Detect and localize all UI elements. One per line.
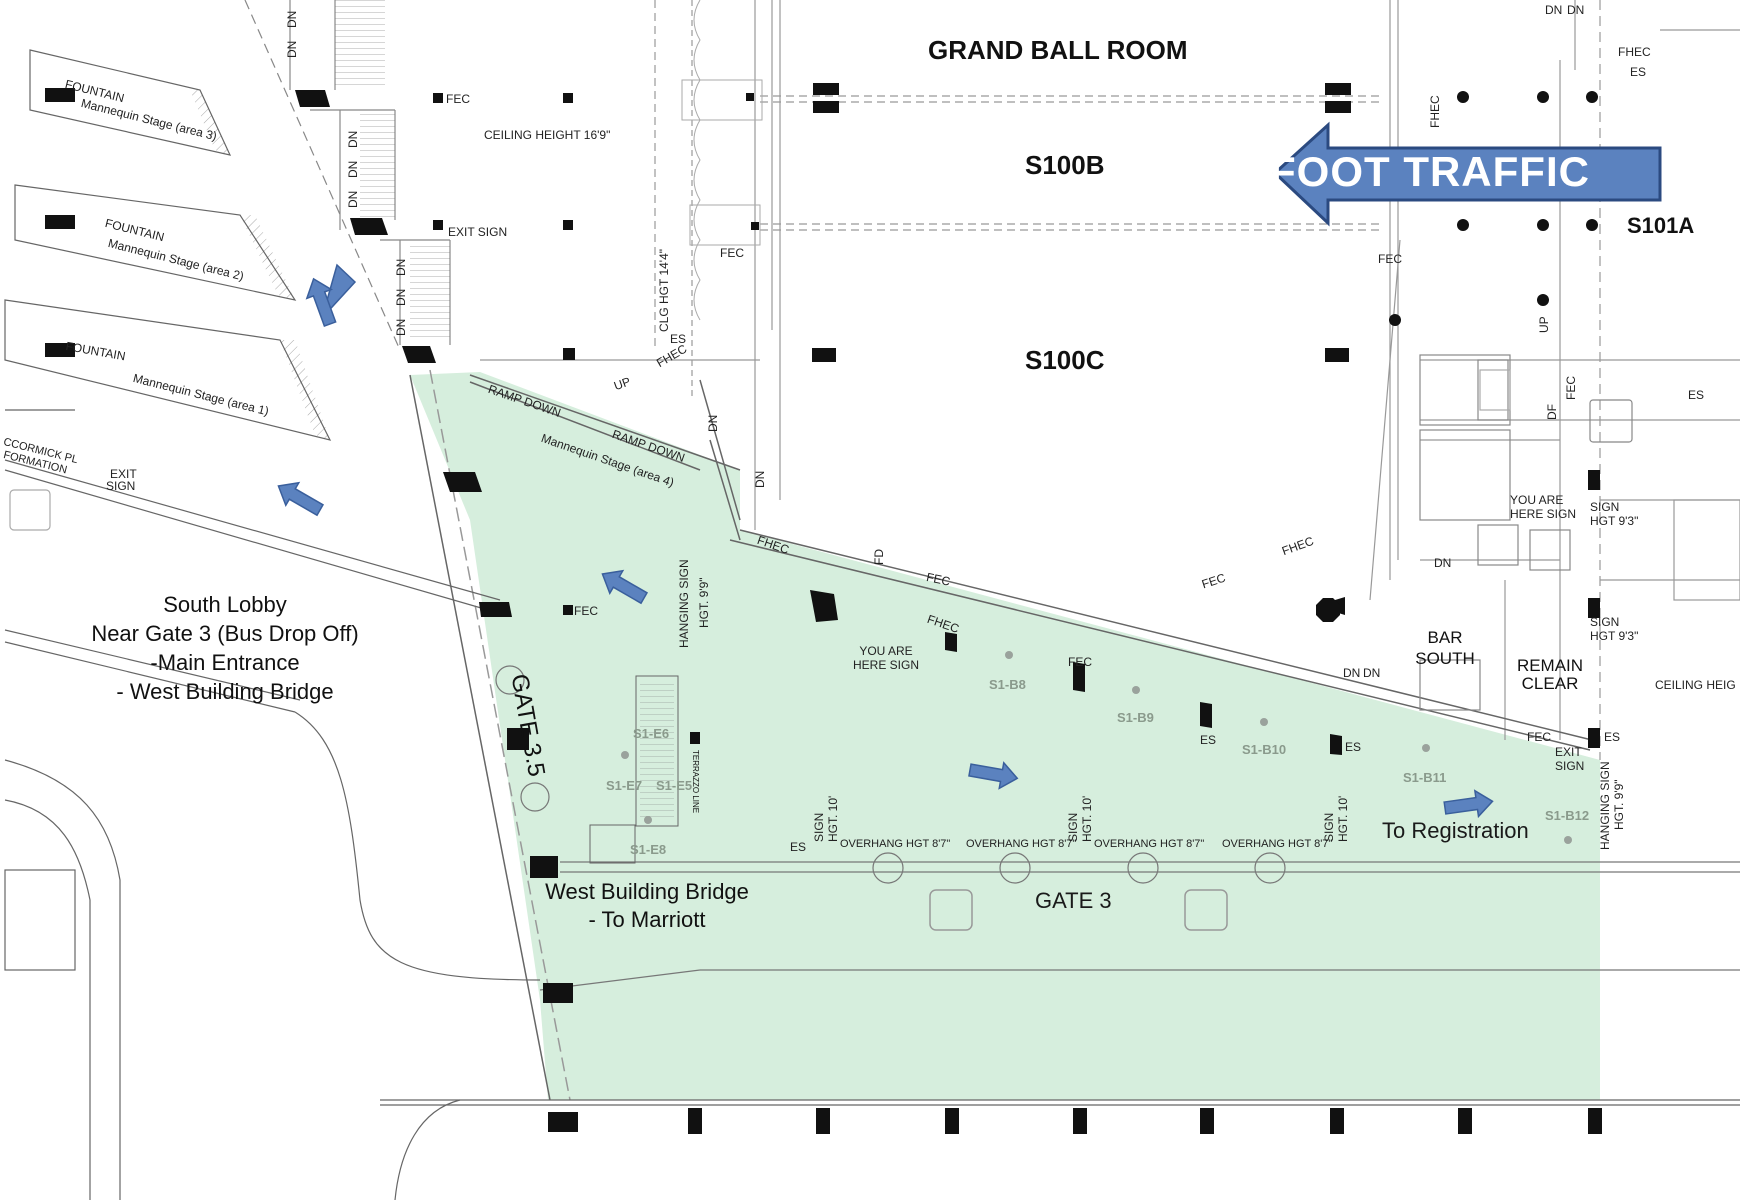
dn-note: DN bbox=[1567, 3, 1585, 17]
direction-arrow bbox=[1443, 789, 1494, 819]
es-note: ES bbox=[1630, 65, 1647, 79]
direction-arrow bbox=[305, 277, 337, 328]
dn-note: DN bbox=[346, 160, 360, 178]
sign-height-note: HGT. 10' bbox=[1080, 795, 1094, 842]
dn-note: DN bbox=[346, 130, 360, 148]
direction-arrow bbox=[277, 481, 325, 517]
es-note: ES bbox=[790, 840, 807, 854]
fd-note: FD bbox=[872, 549, 886, 565]
overhang-note: OVERHANG HGT 8'7" bbox=[966, 838, 1077, 850]
room-grand-ballroom: GRAND BALL ROOM bbox=[928, 35, 1188, 65]
fec-note: FEC bbox=[1378, 252, 1402, 266]
df-note: DF bbox=[1545, 404, 1559, 420]
dn-note: DN bbox=[285, 10, 299, 28]
dn-note: DN bbox=[1434, 556, 1452, 570]
revolving-doors bbox=[495, 665, 1286, 884]
room-s100b: S100B bbox=[1025, 150, 1105, 180]
sign-height-note: HGT. 10' bbox=[1336, 795, 1350, 842]
up-note: UP bbox=[1537, 316, 1551, 333]
fec-note: FEC bbox=[1527, 730, 1551, 744]
booth-s1-b8: S1-B8 bbox=[989, 677, 1026, 692]
direction-arrow bbox=[321, 263, 357, 319]
dn-note: DN bbox=[1545, 3, 1563, 17]
room-s101a: S101A bbox=[1627, 213, 1695, 238]
hanging-sign-note: HANGING SIGN bbox=[677, 559, 691, 648]
overhang-note: OVERHANG HGT 8'7" bbox=[1094, 838, 1205, 850]
highlighted-route-area bbox=[410, 372, 1600, 1100]
foot-traffic-arrow bbox=[1272, 121, 1662, 227]
fec-note: FEC bbox=[446, 92, 470, 106]
booth-s1-b9: S1-B9 bbox=[1117, 710, 1154, 725]
overhang-note: OVERHANG HGT 8'7" bbox=[840, 838, 951, 850]
gate-3-label: GATE 3 bbox=[1035, 888, 1112, 913]
restroom-men-icon bbox=[1477, 359, 1509, 421]
dn-note: DN bbox=[1343, 666, 1361, 680]
fec-note: FEC bbox=[574, 604, 598, 618]
booth-s1-e7: S1-E7 bbox=[606, 778, 643, 793]
es-note: ES bbox=[670, 332, 687, 346]
dn-note: DN bbox=[753, 470, 767, 488]
exit-sign-note: SIGN bbox=[106, 479, 136, 493]
to-registration-label: To Registration bbox=[1382, 818, 1529, 843]
ceiling-height-note: CEILING HEIGHT 16'9" bbox=[484, 128, 611, 142]
dn-note: DN bbox=[394, 318, 408, 336]
room-s100c: S100C bbox=[1025, 345, 1105, 375]
dn-note: DN bbox=[394, 288, 408, 306]
fec-note: FEC bbox=[1068, 655, 1092, 669]
dn-note: DN bbox=[706, 414, 720, 432]
bus-icon bbox=[929, 889, 973, 931]
fec-note: FEC bbox=[720, 246, 744, 260]
dn-note: DN bbox=[346, 190, 360, 208]
es-note: ES bbox=[1604, 730, 1621, 744]
clg-hgt-note: CLG HGT 14'4" bbox=[657, 248, 671, 332]
exit-sign-note: EXIT SIGN bbox=[448, 225, 508, 239]
es-note: ES bbox=[1688, 388, 1705, 402]
ceiling-height-note: CEILING HEIG bbox=[1655, 678, 1736, 692]
booth-s1-e6: S1-E6 bbox=[633, 726, 670, 741]
fhec-note: FHEC bbox=[1428, 95, 1442, 128]
overhang-note: OVERHANG HGT 8'7" bbox=[1222, 838, 1333, 850]
fec-note: FEC bbox=[1564, 376, 1578, 400]
direction-arrow bbox=[968, 761, 1019, 790]
booth-s1-e8: S1-E8 bbox=[630, 842, 667, 857]
bus-icon bbox=[1184, 889, 1228, 931]
dn-note: DN bbox=[1363, 666, 1381, 680]
sign-height-note: HGT. 10' bbox=[826, 795, 840, 842]
direction-arrow bbox=[601, 569, 649, 605]
exit-sign-note: EXIT bbox=[110, 467, 137, 481]
terrazzo-line-note: TERRAZZO LINE bbox=[691, 750, 700, 814]
hanging-sign-note: HANGING SIGN bbox=[1598, 761, 1612, 850]
booth-s1-b12: S1-B12 bbox=[1545, 808, 1590, 823]
booth-s1-b11: S1-B11 bbox=[1403, 770, 1447, 785]
hanging-sign-height: HGT. 9'9" bbox=[697, 577, 711, 628]
booth-s1-e5: S1-E5 bbox=[656, 778, 693, 793]
south-lobby-label: South Lobby Near Gate 3 (Bus Drop Off) -… bbox=[91, 592, 359, 704]
es-note: ES bbox=[1345, 740, 1362, 754]
es-note: ES bbox=[1200, 733, 1217, 747]
sign-height-note: SIGN bbox=[812, 812, 826, 842]
fhec-note: FHEC bbox=[1618, 45, 1651, 59]
dn-note: DN bbox=[285, 40, 299, 58]
dn-note: DN bbox=[394, 258, 408, 276]
booth-s1-b10: S1-B10 bbox=[1242, 742, 1287, 757]
hanging-sign-height: HGT. 9'9" bbox=[1612, 779, 1626, 830]
west-bridge-label: West Building Bridge - To Marriott bbox=[545, 879, 749, 932]
escalator bbox=[635, 675, 679, 827]
foot-traffic-label: FOOT TRAFFIC bbox=[1270, 148, 1590, 195]
